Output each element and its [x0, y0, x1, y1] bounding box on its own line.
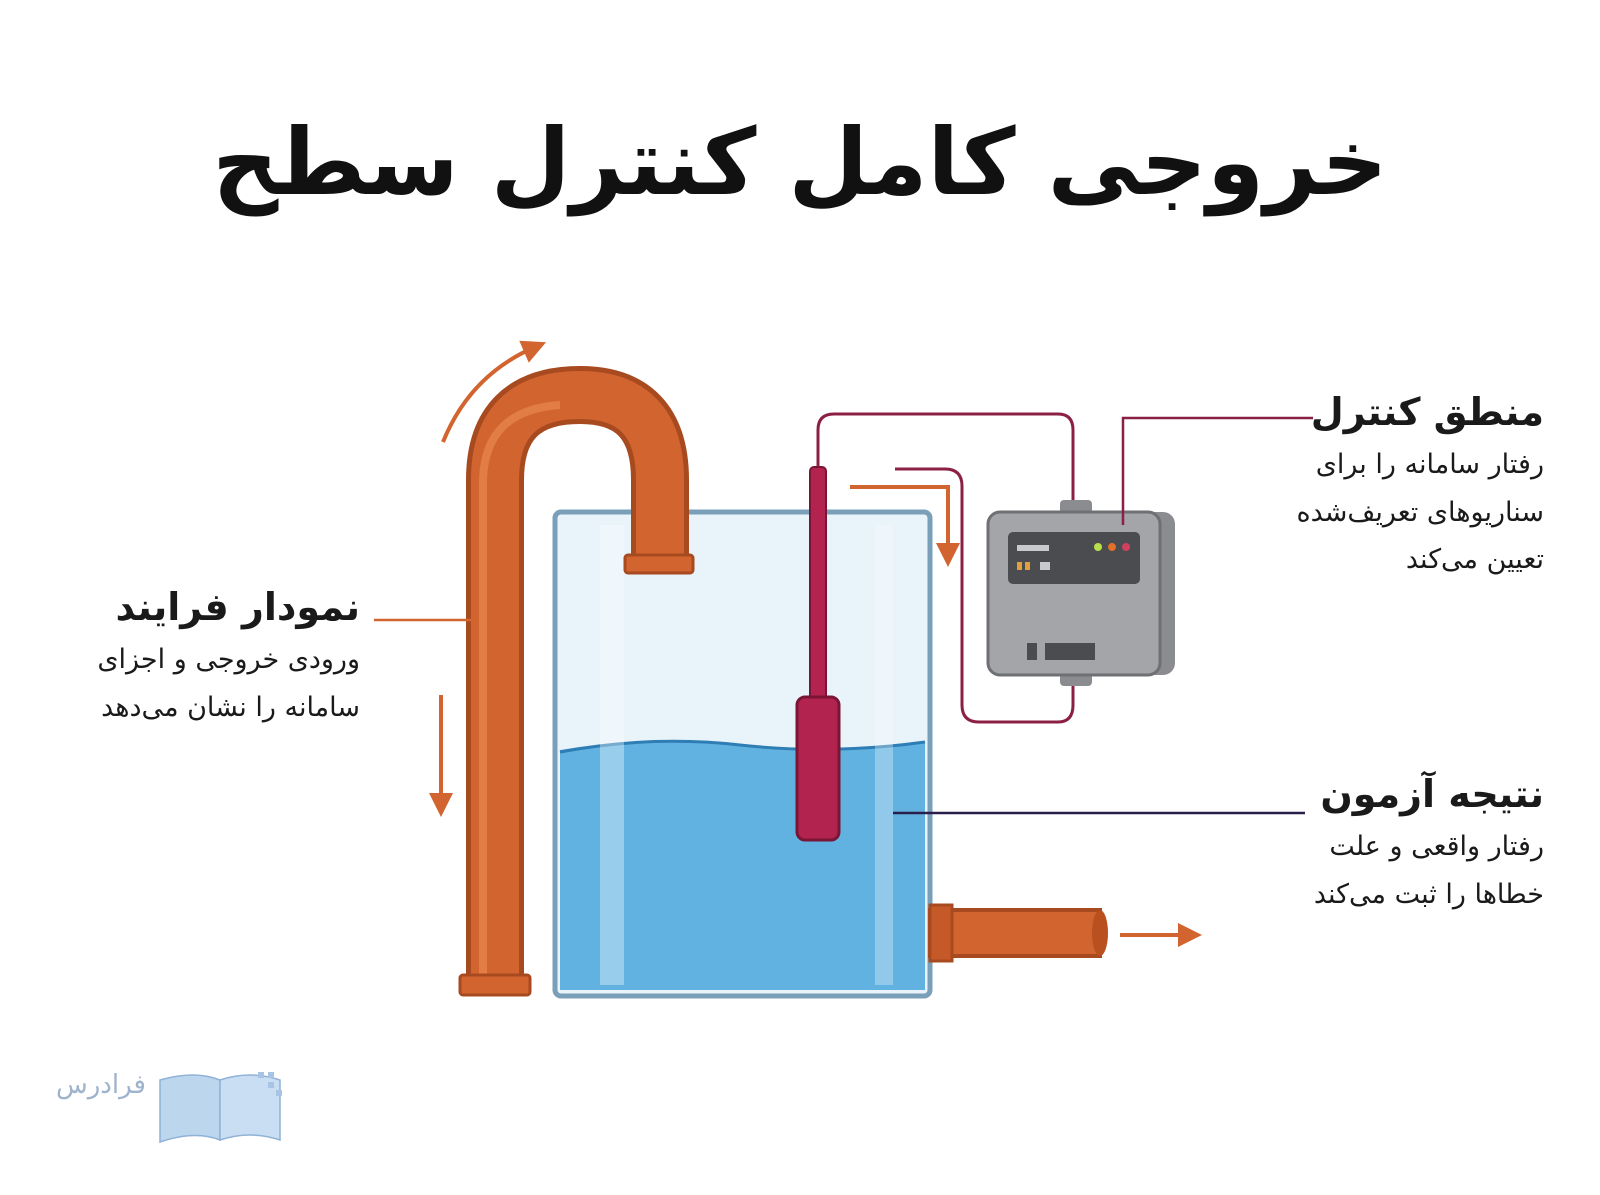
control-logic-line: رفتار سامانه را برای: [1315, 449, 1544, 481]
sensor-wires: [816, 412, 1075, 724]
test-result-label: نتیجه آزمون رفتار واقعی و علت خطاها را ث…: [1214, 770, 1544, 918]
process-diagram-line: ورودی خروجی و اجزای: [97, 644, 360, 676]
outlet-pipe-icon: [928, 903, 1108, 963]
control-logic-heading: منطق کنترل: [1310, 390, 1544, 434]
book-logo-icon: [159, 1072, 282, 1144]
test-result-line: خطاها را ثبت می‌کند: [1313, 878, 1544, 910]
control-logic-line: سناریوهای تعریف‌شده: [1296, 496, 1544, 528]
inlet-pipe-icon: [458, 366, 695, 997]
logo-text: فرادرس: [56, 1070, 146, 1100]
process-diagram-heading: نمودار فرایند: [115, 585, 360, 629]
process-diagram-line: سامانه را نشان می‌دهد: [101, 691, 360, 723]
controller-icon: [986, 500, 1175, 686]
tank-icon: [552, 509, 933, 999]
control-logic-label: منطق کنترل رفتار سامانه را برای سناریوها…: [1224, 388, 1544, 583]
page-title: خروجی کامل کنترل سطح: [212, 109, 1388, 216]
flow-arrow-icon: [429, 340, 1202, 947]
process-diagram-label: نمودار فرایند ورودی خروجی و اجزای سامانه…: [60, 583, 360, 731]
level-sensor-icon: [795, 466, 841, 842]
control-logic-line: تعیین می‌کند: [1405, 543, 1544, 575]
water-surface: [559, 739, 926, 754]
test-result-heading: نتیجه آزمون: [1320, 772, 1544, 816]
callout-lines: [374, 416, 1313, 815]
test-result-line: رفتار واقعی و علت: [1329, 831, 1544, 863]
